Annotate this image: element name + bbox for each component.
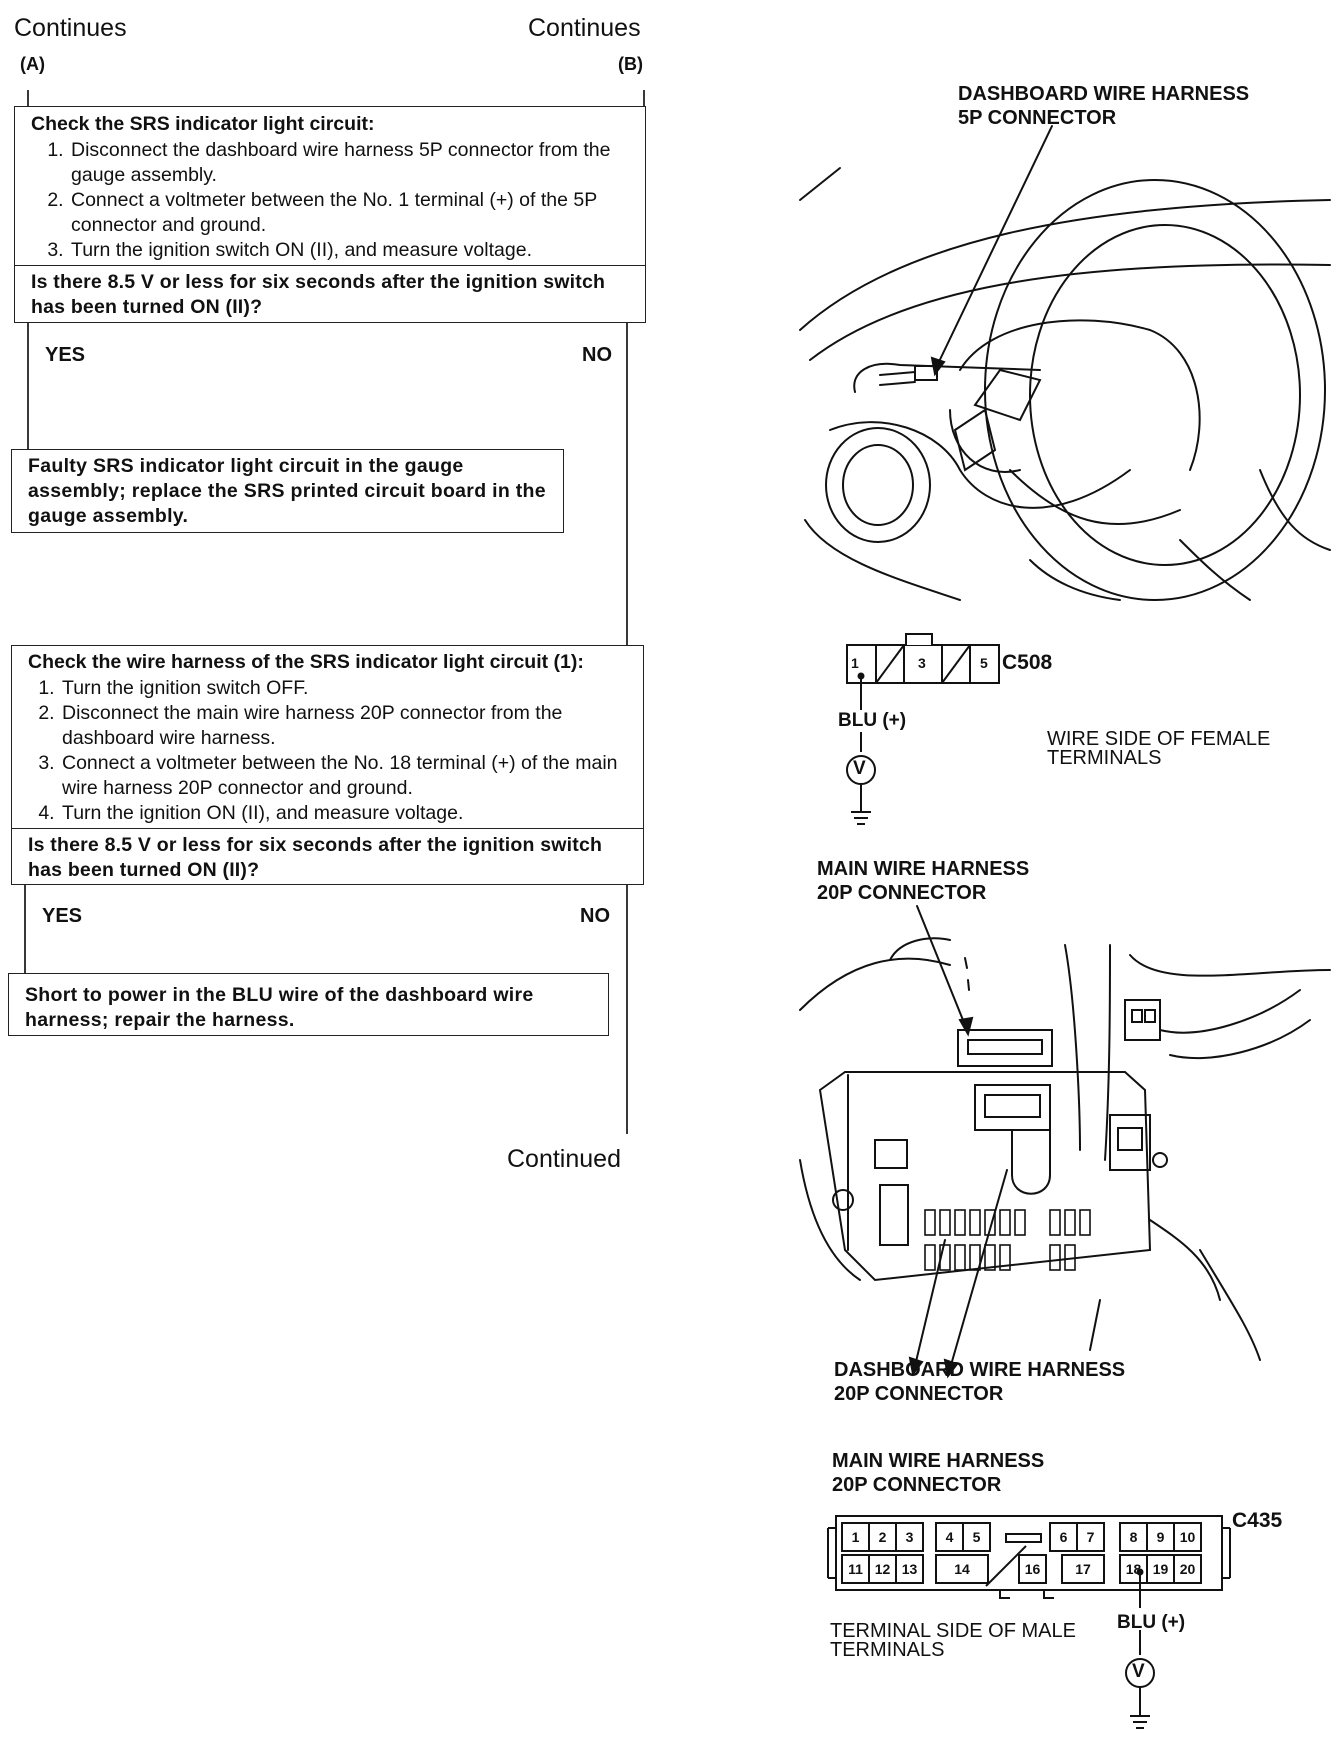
step1-no: NO <box>582 344 612 366</box>
c435-terminal-bottom: 20 <box>1179 1561 1196 1577</box>
c508-side-label: WIRE SIDE OF FEMALE TERMINALS <box>1047 728 1271 769</box>
step1-result-box: Faulty SRS indicator light circuit in th… <box>11 449 564 533</box>
c435-terminal-bottom: 14 <box>954 1561 970 1577</box>
tag-a: (A) <box>20 54 45 74</box>
step1-result: Faulty SRS indicator light circuit in th… <box>28 455 546 527</box>
diagram2-top-line1: MAIN WIRE HARNESS <box>817 858 1030 880</box>
c435-terminal-bottom: 16 <box>1024 1561 1041 1577</box>
step2-question: Is there 8.5 V or less for six seconds a… <box>28 834 603 881</box>
step1-item: Connect a voltmeter between the No. 1 te… <box>69 188 631 238</box>
step2-box: Check the wire harness of the SRS indica… <box>11 645 644 830</box>
c435-terminal-top: 5 <box>972 1529 981 1545</box>
c435-wire: BLU (+) <box>1117 1612 1186 1633</box>
c435-terminal-bottom: 19 <box>1152 1561 1169 1577</box>
c435-cell <box>895 1554 924 1584</box>
diagram2-bottom-label: DASHBOARD WIRE HARNESS 20P CONNECTOR <box>834 1358 1125 1406</box>
step1-box: Check the SRS indicator light circuit: D… <box>14 106 646 267</box>
diagram2-top-line2: 20P CONNECTOR <box>817 882 987 904</box>
step1-title: Check the SRS indicator light circuit: <box>31 113 375 135</box>
c508-id: C508 <box>1002 651 1053 674</box>
diagram1-label: DASHBOARD WIRE HARNESS 5P CONNECTOR <box>958 82 1249 130</box>
diagram2-top-label: MAIN WIRE HARNESS 20P CONNECTOR <box>817 857 1029 905</box>
step2-question-box: Is there 8.5 V or less for six seconds a… <box>11 828 644 885</box>
c435-terminal-top: 10 <box>1179 1529 1196 1545</box>
c435-cell <box>1173 1554 1202 1584</box>
c435-terminal-bottom: 17 <box>1075 1561 1091 1577</box>
c435-terminal-bottom: 18 <box>1125 1561 1142 1577</box>
step2-item: Disconnect the main wire harness 20P con… <box>60 701 629 751</box>
c435-id: C435 <box>1232 1509 1283 1532</box>
step2-title: Check the wire harness of the SRS indica… <box>28 651 584 673</box>
tag-b: (B) <box>618 54 643 74</box>
diagram1-label-line2: 5P CONNECTOR <box>958 107 1117 129</box>
c508-wire: BLU (+) <box>838 710 907 731</box>
c435-side-line2: TERMINALS <box>830 1639 945 1661</box>
step1-item: Disconnect the dashboard wire harness 5P… <box>69 138 631 188</box>
c435-cell <box>1076 1522 1105 1552</box>
continues-left: Continues <box>14 14 127 42</box>
diagram1-label-line1: DASHBOARD WIRE HARNESS <box>958 83 1250 105</box>
c435-terminal-bottom: 12 <box>874 1561 891 1577</box>
c508-terminal: 3 <box>918 655 926 671</box>
c435-terminal-bottom: 13 <box>901 1561 918 1577</box>
step1-question: Is there 8.5 V or less for six seconds a… <box>31 271 606 318</box>
step1-yes: YES <box>45 344 86 366</box>
c435-terminal-bottom: 11 <box>848 1561 863 1577</box>
c508-terminal: 5 <box>980 655 988 671</box>
c435-cell <box>935 1554 989 1584</box>
step2-item: Turn the ignition ON (II), and measure v… <box>60 801 629 826</box>
c508-terminal: 1 <box>851 655 859 671</box>
voltmeter-icon: V <box>1132 1661 1145 1682</box>
voltmeter-icon: V <box>853 758 866 779</box>
continued-label: Continued <box>507 1145 621 1173</box>
c435-terminal-top: 3 <box>905 1529 914 1545</box>
step2-result: Short to power in the BLU wire of the da… <box>25 984 534 1031</box>
step2-item: Turn the ignition switch OFF. <box>60 676 629 701</box>
step2-list: Turn the ignition switch OFF. Disconnect… <box>28 676 629 826</box>
c435-cell <box>962 1522 991 1552</box>
c508-side-line1: WIRE SIDE OF FEMALE <box>1047 728 1271 750</box>
c435-terminal-top: 4 <box>945 1529 954 1545</box>
c435-terminal-top: 8 <box>1129 1529 1138 1545</box>
step1-item: Turn the ignition switch ON (II), and me… <box>69 238 631 263</box>
c435-terminal-top: 2 <box>878 1529 887 1545</box>
c435-title-line2: 20P CONNECTOR <box>832 1474 1002 1496</box>
c435-terminal-top: 1 <box>851 1529 860 1545</box>
c435-title-line1: MAIN WIRE HARNESS <box>832 1450 1045 1472</box>
c435-side-line1: TERMINAL SIDE OF MALE <box>830 1620 1076 1642</box>
c435-terminal-top: 7 <box>1086 1529 1095 1545</box>
diagram2-bottom-line2: 20P CONNECTOR <box>834 1383 1004 1405</box>
c435-cell <box>895 1522 924 1552</box>
c435-title: MAIN WIRE HARNESS 20P CONNECTOR <box>832 1449 1044 1497</box>
continues-right: Continues <box>528 14 641 42</box>
c435-cell <box>1173 1522 1202 1552</box>
step2-yes: YES <box>42 905 83 927</box>
c435-cell <box>1018 1554 1047 1584</box>
c435-side-label: TERMINAL SIDE OF MALE TERMINALS <box>830 1620 1076 1661</box>
c435-cell <box>1061 1554 1105 1584</box>
step1-list: Disconnect the dashboard wire harness 5P… <box>31 138 631 263</box>
step2-no: NO <box>580 905 610 927</box>
diagram2-bottom-line1: DASHBOARD WIRE HARNESS <box>834 1359 1126 1381</box>
c435-terminal-top: 9 <box>1156 1529 1165 1545</box>
step2-item: Connect a voltmeter between the No. 18 t… <box>60 751 629 801</box>
c435-terminal-top: 6 <box>1059 1529 1068 1545</box>
step2-result-box: Short to power in the BLU wire of the da… <box>8 973 609 1036</box>
step1-question-box: Is there 8.5 V or less for six seconds a… <box>14 265 646 323</box>
c508-side-line2: TERMINALS <box>1047 747 1162 769</box>
